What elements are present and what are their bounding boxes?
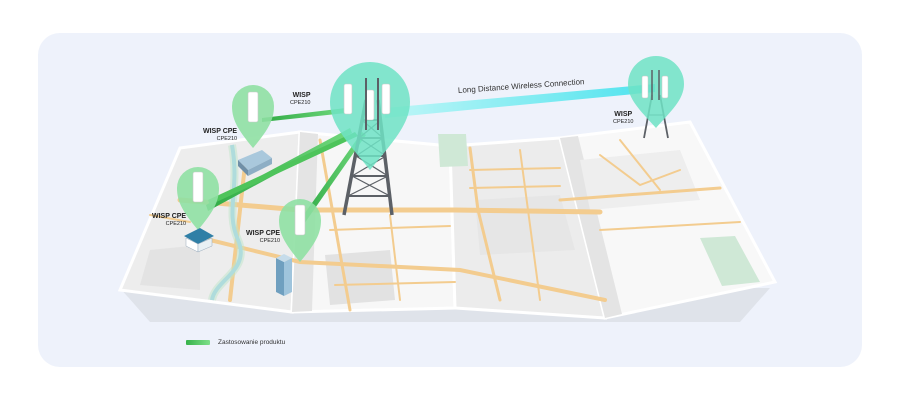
cpe-pin-1-icon (232, 85, 274, 148)
legend: Zastosowanie produktu (186, 339, 285, 346)
skyscraper-icon (276, 254, 292, 296)
cpe-2-label: WISP CPE CPE210 (152, 213, 187, 227)
legend-label: Zastosowanie produktu (218, 339, 286, 346)
remote-wisp-label: WISP CPE210 (613, 111, 634, 125)
cpe-3-label: WISP CPE CPE210 (246, 230, 281, 244)
cpe-links (206, 108, 366, 224)
cpe-pin-2-icon (177, 167, 219, 230)
legend-swatch (186, 340, 210, 345)
house-icon (184, 228, 214, 253)
main-wisp-label: WISP CPE210 (290, 92, 311, 106)
remote-wisp-pin-icon (628, 56, 684, 139)
cpe-pin-3-icon (279, 199, 321, 262)
long-distance-link (385, 84, 655, 118)
cpe-1-label: WISP CPE CPE210 (203, 128, 238, 142)
office-building-icon (238, 150, 272, 176)
main-wisp-pin-icon (330, 62, 410, 170)
